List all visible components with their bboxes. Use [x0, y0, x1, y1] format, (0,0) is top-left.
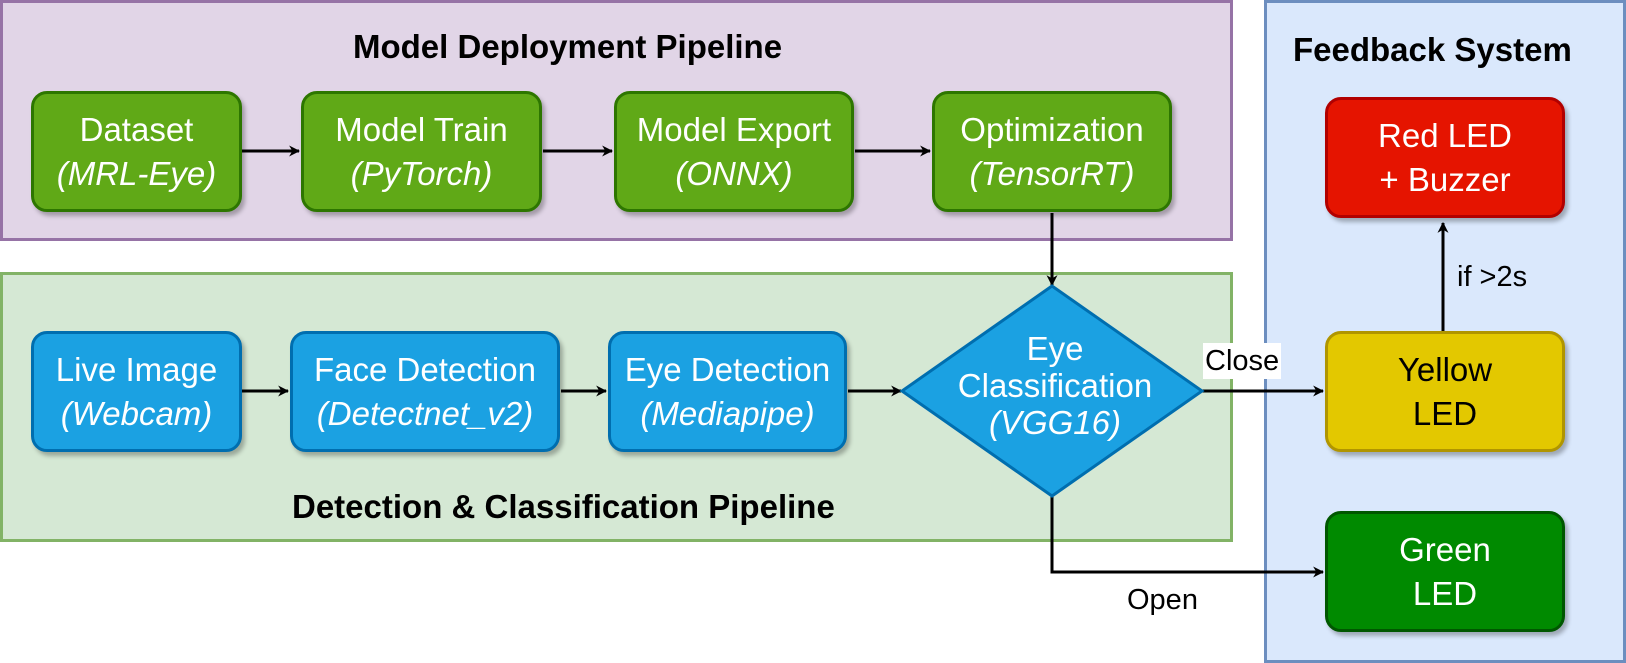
red-led-node: Red LED + Buzzer — [1325, 97, 1565, 218]
optimization-node: Optimization (TensorRT) — [932, 91, 1172, 212]
eye-detection-library: (Mediapipe) — [640, 394, 815, 432]
model-train-node: Model Train (PyTorch) — [301, 91, 542, 212]
eye-classification-text: Eye Classification (VGG16) — [900, 330, 1210, 441]
green-led-line1: Green — [1399, 530, 1491, 568]
face-detection-node: Face Detection (Detectnet_v2) — [290, 331, 560, 452]
close-edge-label: Close — [1203, 343, 1282, 379]
live-image-label: Live Image — [55, 350, 218, 388]
arrow-open-to-green — [1050, 495, 1325, 578]
face-detection-label: Face Detection — [314, 350, 536, 388]
dataset-label: Dataset — [79, 110, 194, 148]
eye-classification-line2: Classification — [957, 367, 1153, 404]
eye-detection-node: Eye Detection (Mediapipe) — [608, 331, 847, 452]
eye-classification-model: (VGG16) — [988, 404, 1122, 441]
green-led-line2: LED — [1412, 574, 1478, 612]
model-train-label: Model Train — [335, 110, 508, 148]
live-image-source: (Webcam) — [60, 394, 213, 432]
yellow-led-line1: Yellow — [1397, 350, 1493, 388]
deployment-pipeline-title: Model Deployment Pipeline — [353, 28, 783, 65]
live-image-node: Live Image (Webcam) — [31, 331, 242, 452]
if-over-2s-edge-label: if >2s — [1457, 261, 1528, 293]
optimization-tool: (TensorRT) — [969, 154, 1135, 192]
eye-classification-line1: Eye — [1026, 330, 1084, 367]
eye-detection-label: Eye Detection — [624, 350, 831, 388]
feedback-system-title: Feedback System — [1293, 31, 1572, 68]
dataset-node: Dataset (MRL-Eye) — [31, 91, 242, 212]
yellow-led-line2: LED — [1412, 394, 1478, 432]
red-led-line2: + Buzzer — [1379, 160, 1511, 198]
dataset-source: (MRL-Eye) — [56, 154, 217, 192]
model-export-format: (ONNX) — [675, 154, 793, 192]
model-export-node: Model Export (ONNX) — [614, 91, 854, 212]
red-led-line1: Red LED — [1378, 116, 1512, 154]
green-led-node: Green LED — [1325, 511, 1565, 632]
eye-classification-diamond — [899, 284, 1205, 498]
optimization-label: Optimization — [960, 110, 1144, 148]
detection-pipeline-title: Detection & Classification Pipeline — [292, 488, 835, 525]
model-train-framework: (PyTorch) — [350, 154, 493, 192]
open-edge-label: Open — [1127, 584, 1198, 616]
face-detection-model: (Detectnet_v2) — [316, 394, 534, 432]
yellow-led-node: Yellow LED — [1325, 331, 1565, 452]
model-export-label: Model Export — [636, 110, 832, 148]
